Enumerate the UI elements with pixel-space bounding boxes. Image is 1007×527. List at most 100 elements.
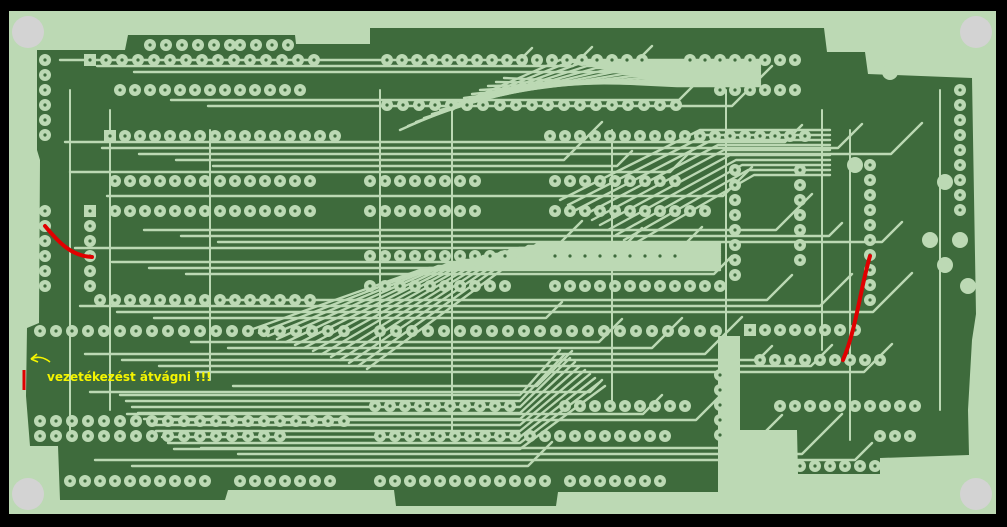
pad-hole (873, 464, 877, 468)
pad-hole (878, 434, 882, 438)
pad-hole (368, 179, 372, 183)
pad-hole (465, 103, 469, 107)
pad-hole (578, 404, 582, 408)
pad-hole (568, 284, 572, 288)
pad-hole (203, 209, 207, 213)
pad-hole (178, 88, 182, 92)
pad-hole (308, 209, 312, 213)
pad-hole (54, 434, 58, 438)
pad-hole (798, 243, 802, 247)
pad-hole (383, 284, 387, 288)
pad-hole (803, 134, 807, 138)
pad-hole (38, 434, 42, 438)
pad-hole (513, 479, 517, 483)
pad-hole (788, 358, 792, 362)
pad-hole (758, 358, 762, 362)
pad-hole (913, 404, 917, 408)
pad-hole (643, 254, 647, 258)
pad-hole (718, 388, 722, 392)
pad-hole (310, 419, 314, 423)
pad-hole (423, 434, 427, 438)
pad-hole (458, 179, 462, 183)
pad-hole (278, 298, 282, 302)
trace (130, 440, 554, 468)
pad-hole (278, 419, 282, 423)
pad-hole (838, 328, 842, 332)
pad-hole (868, 283, 872, 287)
pad-hole (733, 243, 737, 247)
pad-large (882, 64, 898, 80)
pad-hole (223, 88, 227, 92)
pad-hole (188, 209, 192, 213)
pad-hole (733, 228, 737, 232)
pad-hole (342, 419, 346, 423)
pad-hole (543, 434, 547, 438)
pad-hole (613, 179, 617, 183)
pad-hole (503, 284, 507, 288)
pad-hole (262, 329, 266, 333)
pad-hole (246, 434, 250, 438)
pad-hole (668, 404, 672, 408)
pad-hole (458, 209, 462, 213)
pad-hole (268, 88, 272, 92)
pad-hole (254, 43, 258, 47)
pad-hole (228, 43, 232, 47)
pad-hole (603, 434, 607, 438)
pad-hole (216, 58, 220, 62)
pad-hole (278, 329, 282, 333)
pad-hole (638, 134, 642, 138)
pad-hole (798, 228, 802, 232)
pad-hole (196, 43, 200, 47)
mounting-hole (960, 478, 992, 510)
pad-hole (698, 134, 702, 138)
pad-hole (618, 434, 622, 438)
pad-hole (385, 58, 389, 62)
pad-hole (443, 284, 447, 288)
pad-hole (658, 284, 662, 288)
pad-hole (148, 43, 152, 47)
pad-hole (798, 183, 802, 187)
pad-hole (648, 434, 652, 438)
pad-hole (658, 254, 662, 258)
pad-hole (294, 329, 298, 333)
trace (115, 271, 914, 314)
pad-hole (578, 103, 582, 107)
pad-hole (312, 58, 316, 62)
pad-hole (218, 298, 222, 302)
pad-hole (713, 134, 717, 138)
pad-hole (246, 419, 250, 423)
pad-hole (398, 209, 402, 213)
annotation-text: vezetékezést átvágni !!! (47, 370, 212, 384)
pad-hole (378, 479, 382, 483)
pad-hole (522, 329, 526, 333)
pad-hole (530, 103, 534, 107)
pad-hole (733, 258, 737, 262)
trace (105, 165, 754, 198)
pad-hole (280, 58, 284, 62)
pad-hole (102, 434, 106, 438)
pad-hole (958, 163, 962, 167)
pad-hole (385, 103, 389, 107)
pad-hole (308, 179, 312, 183)
pad-hole (373, 404, 377, 408)
pad-hole (568, 209, 572, 213)
pad-hole (958, 103, 962, 107)
pad-hole (218, 209, 222, 213)
pad-hole (958, 193, 962, 197)
pad-hole (833, 358, 837, 362)
pad-hole (570, 329, 574, 333)
pad-hole (733, 198, 737, 202)
pad-hole (598, 209, 602, 213)
pad-hole (668, 134, 672, 138)
pad-hole (158, 298, 162, 302)
pad-hole (613, 479, 617, 483)
pad-hole (43, 254, 47, 258)
pad-hole (503, 254, 507, 258)
pad-hole (666, 329, 670, 333)
pad-hole (238, 43, 242, 47)
pad-hole (803, 358, 807, 362)
pad-hole (506, 329, 510, 333)
pad-hole (718, 58, 722, 62)
pad-hole (565, 58, 569, 62)
